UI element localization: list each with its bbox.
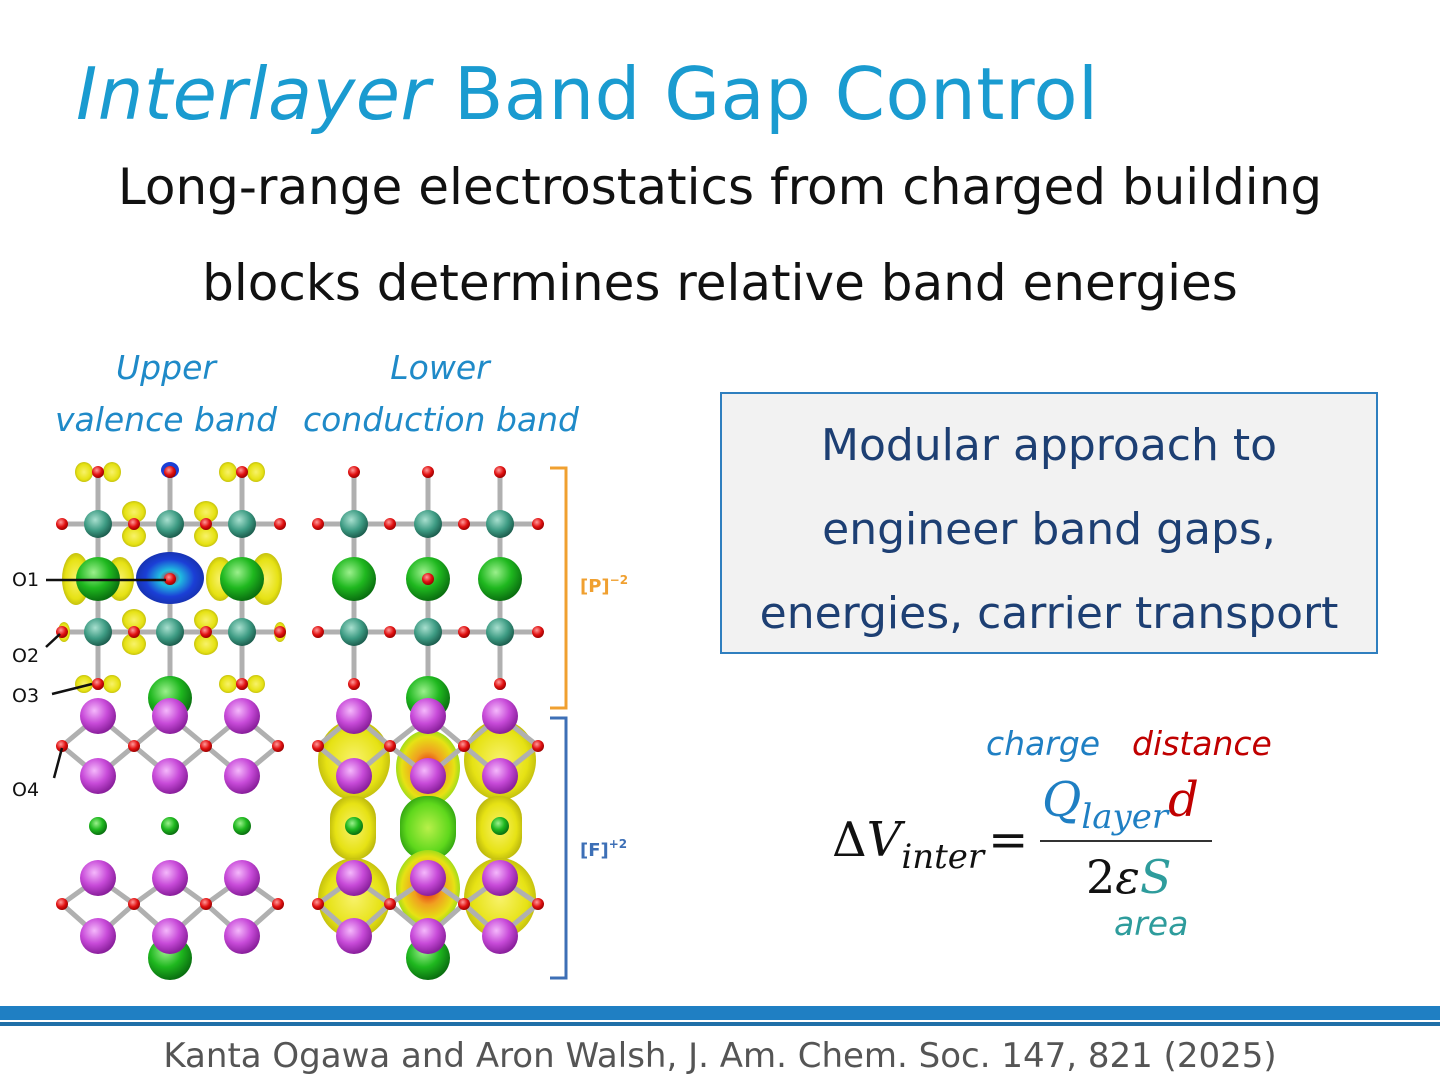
oxygen-label-lines [45, 578, 166, 779]
upper-label-line-2: valence band [54, 400, 278, 439]
charge-label: charge [986, 724, 1101, 763]
footer-bar [0, 1006, 1440, 1020]
crystal-structure-figure: O1 O2 O3 O4 [12, 462, 628, 980]
box-line-1: Modular approach to [820, 420, 1278, 471]
citation: Kanta Ogawa and Aron Walsh, J. Am. Chem.… [163, 1036, 1277, 1076]
f-layer-bracket [550, 716, 568, 980]
slide-title: Interlayer Band Gap Control [76, 52, 1099, 136]
subtitle-line-2: blocks determines relative band energies [202, 254, 1238, 312]
title-rest: Band Gap Control [430, 52, 1099, 136]
box-line-3: energies, carrier transport [759, 588, 1339, 639]
subtitle-line-1: Long-range electrostatics from charged b… [117, 158, 1323, 216]
equation-lhs: ΔVinter= [832, 812, 1029, 877]
oxygen-atoms-left [56, 466, 286, 910]
fraction-bar [1040, 840, 1212, 842]
modular-approach-box: Modular approach to engineer band gaps, … [720, 392, 1378, 654]
lower-label-line-2: conduction band [303, 400, 579, 439]
footer-bar-thin [0, 1022, 1440, 1026]
area-label: area [1114, 904, 1189, 943]
label-o3: O3 [12, 685, 39, 707]
box-line-2: engineer band gaps, [822, 504, 1276, 555]
equation-numerator: Qlayerd [1042, 772, 1199, 837]
metal-atoms-left [84, 510, 256, 646]
lower-label-line-1: Lower [390, 348, 490, 387]
metal-atoms-right [340, 510, 514, 646]
oxygen-atoms-right [312, 466, 544, 910]
distance-label: distance [1132, 724, 1272, 763]
equation-denominator: 2εS [1086, 850, 1172, 904]
label-o1: O1 [12, 569, 39, 591]
bismuth-atoms-right [336, 698, 518, 954]
upper-label-line-1: Upper [116, 348, 216, 387]
bismuth-atoms-left [80, 698, 260, 954]
f-layer-label: [F]+2 [580, 837, 627, 861]
title-italic: Interlayer [76, 52, 431, 136]
label-o2: O2 [12, 645, 39, 667]
p-layer-bracket [550, 466, 568, 710]
label-o4: O4 [12, 779, 39, 801]
p-layer-label: [P]−2 [580, 573, 628, 597]
